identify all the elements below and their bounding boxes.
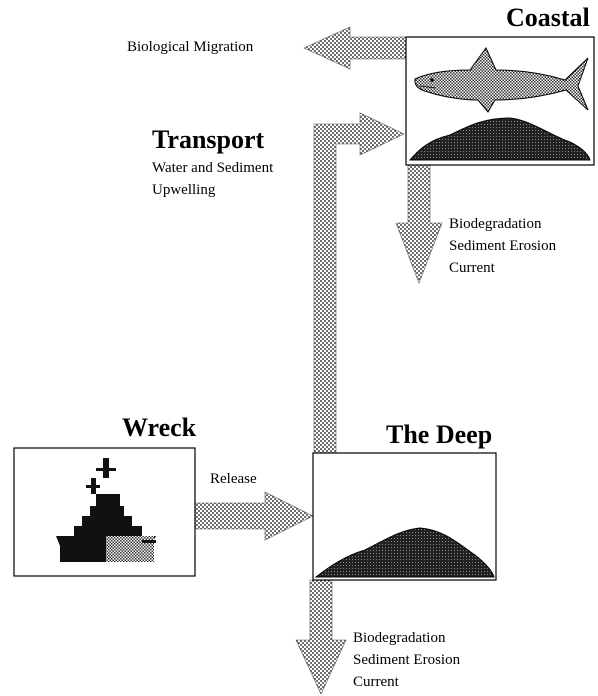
coastal-title: Coastal [506,3,590,32]
coastal-loss-1: Biodegradation [449,216,542,232]
warship-icon [56,458,156,562]
migration-arrow [303,26,409,70]
release-arrow [194,491,314,541]
upwelling-arrow [313,112,405,456]
coastal-loss-2: Sediment Erosion [449,238,557,254]
wreck-title: Wreck [122,413,197,442]
migration-label: Biological Migration [127,39,254,55]
shark-icon [414,47,589,113]
coastal-loss-3: Current [449,260,495,276]
transport-line-2: Upwelling [152,182,216,198]
coastal-loss-arrow [395,164,443,284]
deep-loss-arrow [295,579,347,695]
sediment-pile-icon [314,527,495,578]
deep-loss-3: Current [353,674,399,690]
deep-loss-1: Biodegradation [353,630,446,646]
transport-title: Transport [152,125,265,154]
transport-line-1: Water and Sediment [152,160,274,176]
sediment-pile-icon [408,117,591,161]
deep-title: The Deep [386,420,493,449]
deep-loss-2: Sediment Erosion [353,652,461,668]
release-label: Release [210,471,257,487]
